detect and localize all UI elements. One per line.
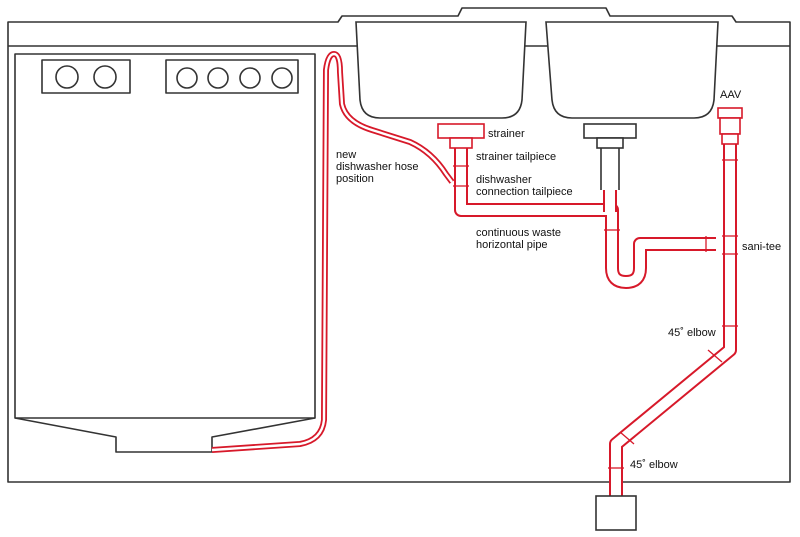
label-new-hose-2: dishwasher hose — [336, 161, 419, 173]
label-continuous-waste-1: continuous waste — [476, 227, 561, 239]
aav-valve — [717, 107, 743, 145]
label-continuous-waste-2: horizontal pipe — [476, 239, 548, 251]
label-new-hose-1: new — [336, 149, 356, 161]
dishwasher — [14, 53, 316, 453]
label-sani-tee: sani-tee — [742, 241, 781, 253]
dishwasher-hose — [211, 51, 455, 453]
labels: strainer strainer tailpiece dishwasher c… — [336, 89, 781, 471]
label-strainer-tailpiece: strainer tailpiece — [476, 151, 556, 163]
right-sink-drain — [583, 123, 637, 190]
label-aav: AAV — [720, 89, 742, 101]
pipe-joints — [453, 159, 738, 469]
sink-right-basin — [545, 21, 719, 119]
label-new-hose-3: position — [336, 173, 374, 185]
drain-outlet-box — [595, 495, 637, 531]
label-dishwasher-connection-1: dishwasher — [476, 174, 532, 186]
label-strainer: strainer — [488, 128, 525, 140]
label-elbow-lower: 45˚ elbow — [630, 459, 678, 471]
label-elbow-upper: 45˚ elbow — [668, 327, 716, 339]
strainer — [437, 123, 485, 149]
sink-left-basin — [355, 21, 527, 119]
red-drain-piping — [454, 132, 737, 496]
label-dishwasher-connection-2: connection tailpiece — [476, 186, 573, 198]
